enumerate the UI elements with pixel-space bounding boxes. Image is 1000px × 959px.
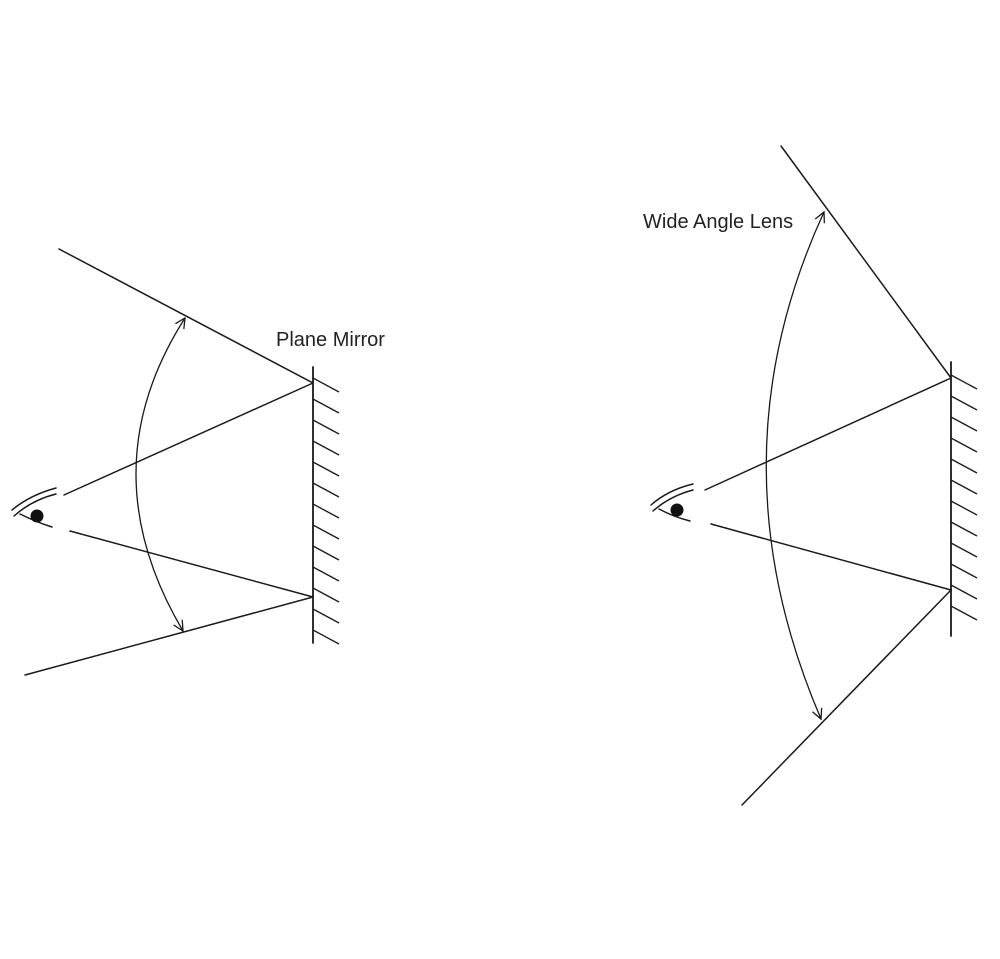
right-eye-icon bbox=[650, 483, 694, 522]
right-sightline-upper bbox=[704, 377, 952, 491]
mirror-hatch-line bbox=[312, 398, 340, 414]
mirror-hatch-line bbox=[312, 440, 340, 456]
mirror-hatch-line bbox=[950, 542, 978, 558]
left-eye-icon bbox=[11, 487, 57, 528]
mirror-hatch-line bbox=[950, 479, 978, 495]
mirror-hatch-line bbox=[312, 419, 340, 435]
plane-mirror bbox=[312, 366, 340, 645]
mirror-hatch-line bbox=[950, 395, 978, 411]
plane-mirror-diagram: Plane Mirror bbox=[11, 248, 385, 676]
mirror-hatch-line bbox=[950, 416, 978, 432]
mirror-hatch-line bbox=[312, 461, 340, 477]
right-sightline-lower bbox=[710, 523, 952, 591]
mirror-hatch-line bbox=[950, 374, 978, 390]
mirror-hatch-line bbox=[950, 563, 978, 579]
mirror-hatch-line bbox=[312, 524, 340, 540]
right-field-of-view-arc bbox=[765, 212, 824, 719]
left-sightline-upper bbox=[63, 382, 314, 496]
wide-angle-diagram: Wide Angle Lens bbox=[643, 145, 978, 806]
mirror-hatch-line bbox=[312, 503, 340, 519]
mirror-hatch-line bbox=[312, 377, 340, 393]
mirror-hatch-line bbox=[312, 587, 340, 603]
right-reflected-upper bbox=[780, 145, 952, 379]
mirror-hatch-line bbox=[950, 458, 978, 474]
mirror-hatch-line bbox=[950, 605, 978, 621]
mirror-hatch-line bbox=[312, 545, 340, 561]
left-sightline-lower bbox=[69, 530, 314, 598]
left-reflected-lower bbox=[24, 596, 314, 676]
mirror-hatch-line bbox=[950, 500, 978, 516]
mirror-hatch-line bbox=[312, 482, 340, 498]
right-reflected-lower bbox=[741, 589, 952, 806]
wide-angle-mirror bbox=[950, 361, 978, 637]
plane-mirror-label: Plane Mirror bbox=[276, 329, 385, 351]
mirror-hatch-line bbox=[312, 608, 340, 624]
mirror-hatch-line bbox=[950, 584, 978, 600]
wide-angle-lens-label: Wide Angle Lens bbox=[643, 211, 793, 233]
mirror-hatch-line bbox=[950, 521, 978, 537]
mirror-hatch-line bbox=[950, 437, 978, 453]
left-field-of-view-arc bbox=[135, 318, 185, 631]
left-reflected-upper bbox=[58, 248, 314, 384]
mirror-hatch-line bbox=[312, 566, 340, 582]
mirror-hatch-line bbox=[312, 629, 340, 645]
